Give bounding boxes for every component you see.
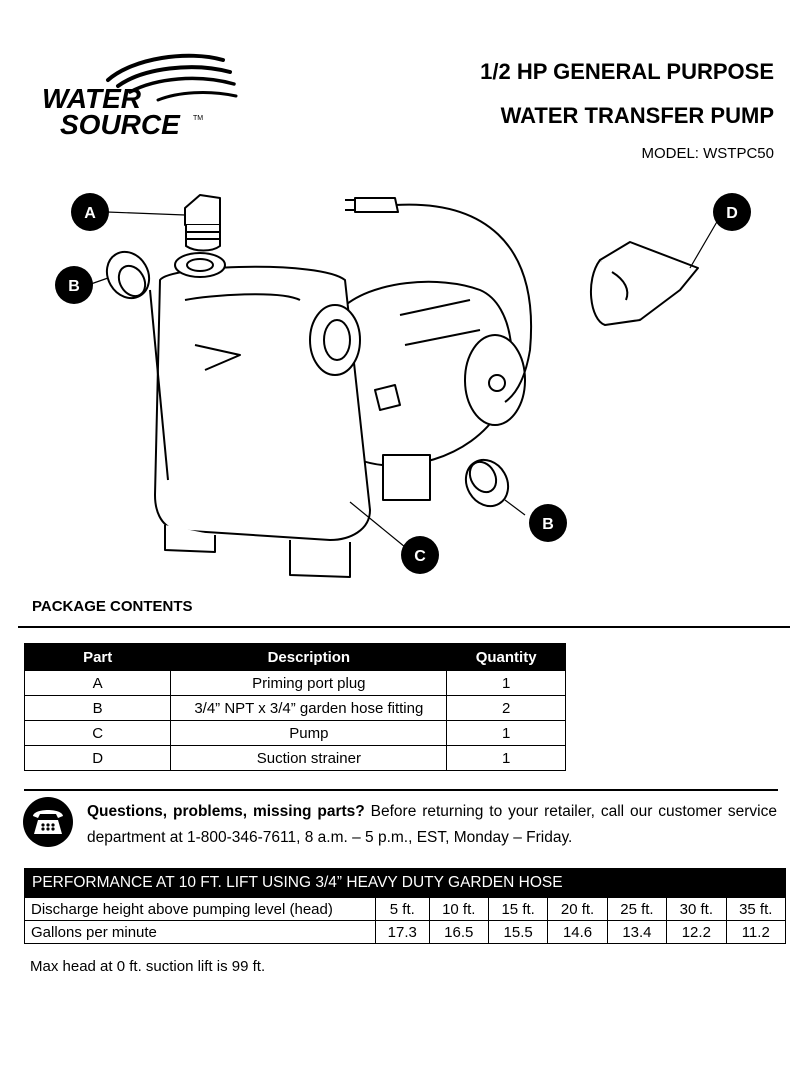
value-cell: 13.4 (606, 920, 668, 944)
description-cell: Suction strainer (170, 745, 448, 771)
table-row: A Priming port plug 1 (23, 670, 566, 696)
notice-bold-text: Questions, problems, missing parts? (87, 803, 365, 820)
callout-b-left: B (55, 266, 93, 304)
table-header-row: Part Description Quantity (23, 643, 566, 671)
svg-text:B: B (68, 278, 80, 295)
value-cell: 35 ft. (725, 897, 787, 921)
performance-header-row: PERFORMANCE AT 10 FT. LIFT USING 3/4” HE… (24, 868, 786, 898)
pump-motor (339, 280, 526, 501)
part-cell: B (23, 695, 172, 721)
column-header-quantity: Quantity (446, 643, 566, 671)
pump-housing (149, 252, 371, 578)
part-cell: D (23, 745, 172, 771)
part-cell: C (23, 720, 172, 746)
callout-b-right: B (529, 504, 567, 542)
svg-text:SOURCE: SOURCE (60, 109, 181, 140)
value-cell: 20 ft. (547, 897, 608, 921)
power-cord (394, 203, 533, 403)
quantity-cell: 2 (446, 695, 566, 721)
quantity-cell: 1 (446, 745, 566, 771)
svg-text:D: D (726, 205, 738, 222)
column-header-part: Part (23, 643, 172, 671)
value-cell: 15 ft. (487, 897, 549, 921)
performance-table: PERFORMANCE AT 10 FT. LIFT USING 3/4” HE… (24, 868, 787, 944)
package-contents-table: Part Description Quantity A Priming port… (23, 643, 566, 771)
value-cell: 30 ft. (666, 897, 727, 921)
notice-body-text: Before returning to your retailer, call … (87, 803, 778, 846)
svg-text:C: C (414, 548, 426, 565)
value-cell: 17.3 (375, 920, 430, 944)
value-cell: 15.5 (487, 920, 549, 944)
description-cell: 3/4” NPT x 3/4” garden hose fitting (170, 695, 448, 721)
description-cell: Pump (170, 720, 448, 746)
table-row: B 3/4” NPT x 3/4” garden hose fitting 2 (23, 695, 566, 721)
table-row: Discharge height above pumping level (he… (24, 897, 787, 921)
callout-a: A (71, 193, 109, 231)
priming-port-plug (184, 194, 221, 252)
callout-c: C (401, 536, 439, 574)
table-row: C Pump 1 (23, 720, 566, 746)
table-row: D Suction strainer 1 (23, 745, 566, 771)
value-cell: 11.2 (725, 920, 787, 944)
column-header-description: Description (170, 643, 448, 671)
package-contents-heading: PACKAGE CONTENTS (32, 598, 193, 615)
svg-text:A: A (84, 205, 96, 222)
model-number: MODEL: WSTPC50 (641, 145, 774, 162)
svg-text:TM: TM (193, 115, 203, 122)
suction-strainer (589, 241, 699, 326)
row-label: Discharge height above pumping level (he… (24, 897, 376, 921)
title-line-1: 1/2 HP GENERAL PURPOSE (480, 59, 774, 84)
value-cell: 10 ft. (428, 897, 489, 921)
power-plug (354, 197, 399, 213)
telephone-icon (23, 797, 73, 847)
pump-parts-diagram: A B D B C (55, 193, 751, 578)
customer-service-notice: Questions, problems, missing parts? Befo… (87, 799, 777, 851)
part-cell: A (23, 670, 172, 696)
svg-text:WATER: WATER (42, 83, 142, 114)
value-cell: 16.5 (428, 920, 489, 944)
value-cell: 12.2 (666, 920, 727, 944)
title-line-2: WATER TRANSFER PUMP (500, 103, 774, 128)
section-divider (18, 626, 790, 628)
quantity-cell: 1 (446, 670, 566, 696)
svg-text:B: B (542, 516, 554, 533)
quantity-cell: 1 (446, 720, 566, 746)
max-head-note: Max head at 0 ft. suction lift is 99 ft. (30, 958, 266, 975)
hose-fitting-right (464, 458, 510, 508)
notice-divider (24, 789, 778, 791)
callout-d: D (713, 193, 751, 231)
table-row: Gallons per minute 17.3 16.5 15.5 14.6 1… (24, 920, 787, 944)
description-cell: Priming port plug (170, 670, 448, 696)
value-cell: 14.6 (547, 920, 608, 944)
row-label: Gallons per minute (24, 920, 376, 944)
value-cell: 5 ft. (375, 897, 430, 921)
water-source-logo: WATER SOURCE TM (42, 53, 238, 140)
hose-fitting-left (105, 250, 151, 300)
performance-header: PERFORMANCE AT 10 FT. LIFT USING 3/4” HE… (24, 868, 786, 898)
value-cell: 25 ft. (606, 897, 668, 921)
